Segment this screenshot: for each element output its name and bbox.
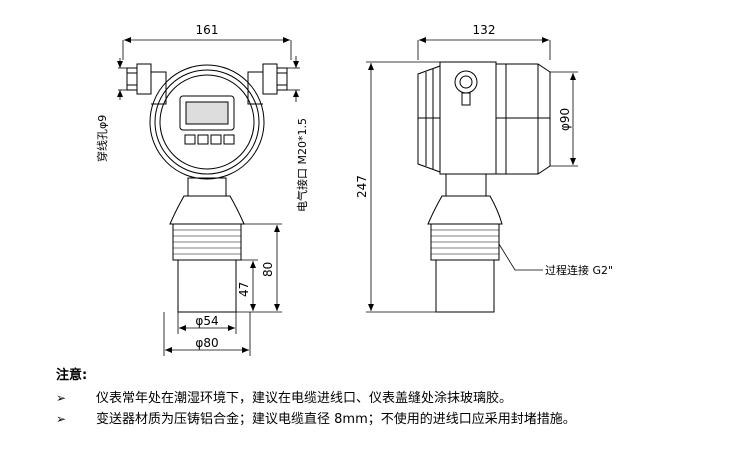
dim-thread-height: 80 xyxy=(261,262,275,277)
technical-drawing: 161 穿线孔φ9 电气接口 M20*1.5 80 47 φ54 φ80 xyxy=(95,23,613,356)
display-window xyxy=(179,95,235,131)
top-gland xyxy=(454,70,478,94)
dim-side-width: 132 xyxy=(473,23,496,37)
button-3 xyxy=(210,134,222,145)
note-text-2: 变送器材质为压铸铝合金；建议电缆直径 8mm；不使用的进线口应采用封堵措施。 xyxy=(96,412,576,427)
left-cover xyxy=(417,65,441,173)
button-2 xyxy=(197,134,209,145)
bullet-arrow-icon: ➢ xyxy=(56,412,67,426)
note-text-1: 仪表常年处在潮湿环境下，建议在电缆进线口、仪表盖缝处涂抹玻璃胶。 xyxy=(96,391,513,406)
note-item-2: ➢ 变送器材质为压铸铝合金；建议电缆直径 8mm；不使用的进线口应采用封堵措施。 xyxy=(56,409,736,430)
dim-height-total: 247 xyxy=(355,175,369,198)
right-cable-gland xyxy=(262,63,288,95)
dim-inner-diameter: φ54 xyxy=(195,314,218,328)
notes-section: 注意: ➢ 仪表常年处在潮湿环境下，建议在电缆进线口、仪表盖缝处涂抹玻璃胶。 ➢… xyxy=(56,366,736,430)
housing-outer-ring xyxy=(149,64,265,180)
dim-outer-diameter: φ80 xyxy=(195,336,218,350)
center-housing xyxy=(439,61,497,175)
side-dimensions xyxy=(366,37,578,313)
horn-flange xyxy=(169,195,245,225)
dim-side-diameter: φ90 xyxy=(558,108,572,131)
dim-front-width: 161 xyxy=(196,23,219,37)
side-view xyxy=(417,61,551,313)
bullet-arrow-icon: ➢ xyxy=(56,391,67,405)
front-view xyxy=(126,63,288,313)
dim-probe-height: 47 xyxy=(237,282,251,297)
right-cover xyxy=(495,63,551,175)
side-horn xyxy=(427,195,503,225)
left-cable-gland xyxy=(126,63,152,95)
notes-title: 注意: xyxy=(56,368,88,383)
label-process-connection: 过程连接 G2" xyxy=(545,264,613,277)
label-cable-hole: 穿线孔φ9 xyxy=(95,115,109,162)
note-item-1: ➢ 仪表常年处在潮湿环境下，建议在电缆进线口、仪表盖缝处涂抹玻璃胶。 xyxy=(56,388,736,409)
button-1 xyxy=(184,134,196,145)
button-4 xyxy=(223,134,235,145)
probe-body xyxy=(177,259,237,313)
label-electrical-interface: 电气接口 M20*1.5 xyxy=(295,118,309,212)
front-dimensions xyxy=(117,37,300,356)
